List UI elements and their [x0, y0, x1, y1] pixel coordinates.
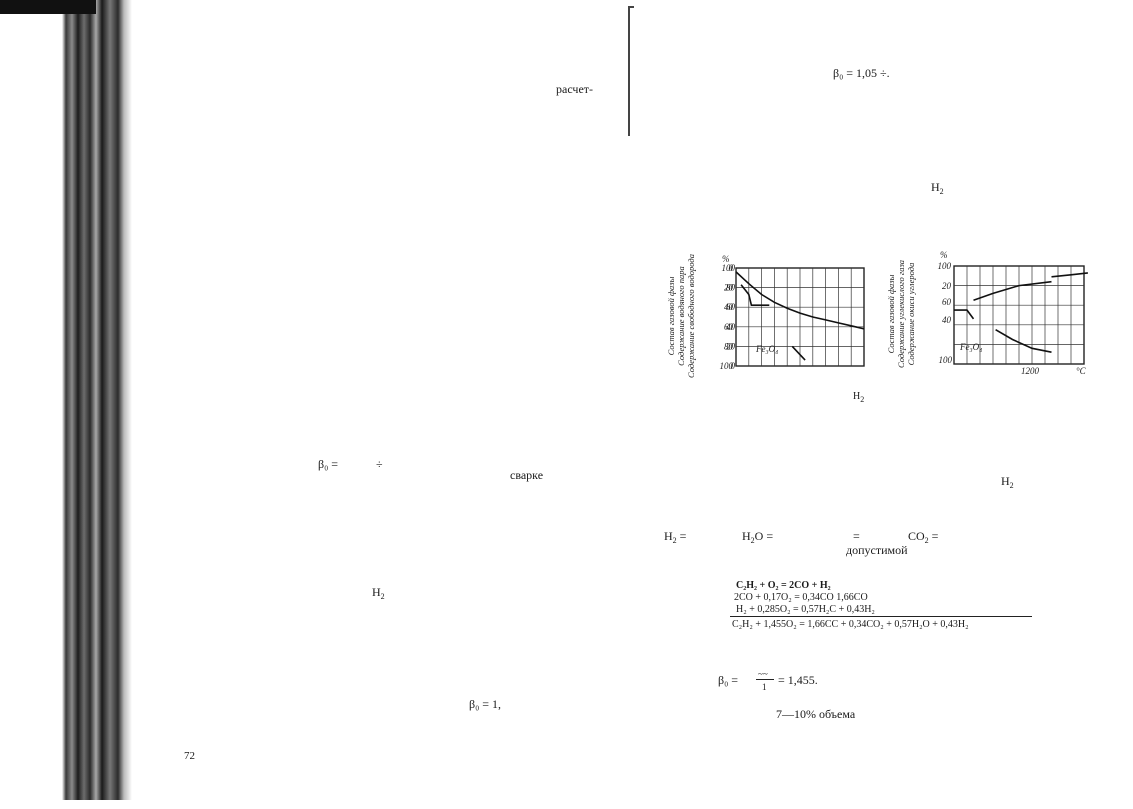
- y-tick-label-left: 60: [942, 297, 952, 307]
- x-tick-label: 1200: [1021, 366, 1040, 376]
- h2-label-mid: H2: [1001, 474, 1014, 490]
- beta-fraction-bar: [756, 679, 774, 680]
- x-unit-label: °C: [1076, 366, 1087, 376]
- beta-range-top: β₀ = 1,05 ÷.: [833, 66, 890, 80]
- reaction-line-sum: C₂H₂ + 1,455O₂ = 1,66CC + 0,34CO₂ + 0,57…: [732, 619, 969, 630]
- page-number: 72: [184, 750, 195, 762]
- y-axis-label: Состав газовой фазы: [666, 276, 676, 355]
- phase-annotation: Fe₃O₄: [959, 342, 982, 352]
- beta-result-left: β₀ =: [718, 673, 739, 687]
- series-line: [973, 280, 1052, 302]
- division-sign: ÷: [376, 457, 383, 471]
- eq-h2: H2 =: [664, 529, 687, 545]
- reaction-line-2: 2CO + 0,17O₂ = 0,34CO 1,66CO: [734, 592, 868, 603]
- y-tick-label-left: 80: [724, 341, 734, 351]
- eq-co2: CO2 =: [908, 529, 939, 545]
- y-unit-label: %: [722, 254, 730, 264]
- series-line: [1051, 272, 1088, 278]
- y-tick-label-left: 60: [724, 322, 734, 332]
- beta-result-right: = 1,455.: [778, 673, 818, 687]
- text-dopustimoy: допустимой: [846, 543, 908, 557]
- volume-note: 7—10% объема: [776, 707, 856, 721]
- y-axis-label: Содержание свободного водорода: [686, 254, 696, 378]
- book-spine-shadow: [0, 0, 132, 800]
- y-tick-label-left: 40: [724, 302, 734, 312]
- y-tick-label-left: 20: [942, 281, 952, 291]
- y-tick-label-left: 100: [720, 361, 734, 371]
- y-tick-label-right: 80: [726, 283, 736, 293]
- y-tick-label-right: 100: [722, 263, 736, 273]
- y-tick-label-right: 0: [731, 361, 736, 371]
- y-axis-label: Состав газовой фазы: [886, 274, 896, 353]
- y-tick-label-left: 20: [724, 283, 734, 293]
- reaction-sum-rule: [730, 616, 1032, 617]
- beta-fraction-numerator: ~~: [758, 669, 768, 679]
- y-axis-label: Содержание окиси углерода: [906, 263, 916, 366]
- y-tick-label-right: 20: [726, 341, 736, 351]
- beta-fraction-denominator: 1: [762, 682, 767, 692]
- y-axis-label: Содержание водяного пара: [676, 266, 686, 366]
- series-line: [791, 345, 806, 361]
- h2-label-top: H2: [931, 180, 944, 196]
- y-tick-label-right: 40: [726, 322, 736, 332]
- eq-equals: =: [853, 529, 860, 543]
- y-tick-label-right: 60: [726, 302, 736, 312]
- series-line: [954, 309, 975, 320]
- y-tick-label-left: 40: [942, 315, 952, 325]
- page-gutter-line: [628, 6, 630, 136]
- reaction-line-3: H₂ + 0,285O₂ = 0,57H₂C + 0,43H₂: [736, 604, 875, 615]
- text-fragment-svarke: сварке: [510, 468, 544, 482]
- h2-label-left: H2: [372, 585, 385, 601]
- book-spine-edge: [0, 0, 96, 14]
- phase-annotation: Fe₃O₄: [755, 344, 778, 354]
- text-fragment-raschet: расчет-: [556, 82, 594, 96]
- y-tick-label-right: 100: [939, 355, 953, 365]
- y-tick-label-left: 100: [938, 261, 952, 271]
- reaction-line-1: C₂H₂ + O₂ = 2CO + H₂: [736, 580, 831, 591]
- page-gutter-tick: [628, 6, 634, 8]
- beta-partial-left: β₀ =: [318, 457, 339, 471]
- series-line: [740, 284, 770, 306]
- beta-one-left: β₀ = 1,: [469, 697, 502, 711]
- eq-h2o: H2O =: [742, 529, 774, 545]
- y-tick-label-left: 0: [729, 263, 734, 273]
- series-line: [995, 329, 1052, 353]
- chart-caption: H2: [853, 391, 865, 404]
- series-line: [735, 271, 865, 330]
- y-unit-label: %: [940, 250, 948, 260]
- y-axis-label: Содержание углекислого газа: [896, 260, 906, 368]
